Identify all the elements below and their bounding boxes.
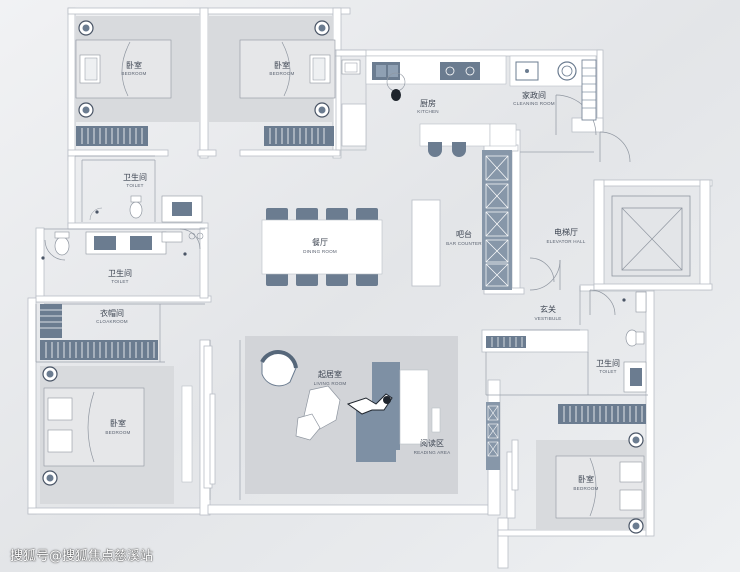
living-label-en: LIVING ROOM <box>314 381 347 386</box>
toilet-2-fixtures <box>41 231 204 260</box>
bedroom-se-furniture <box>486 402 646 534</box>
cloakroom-label: 衣帽间 <box>100 308 124 318</box>
vestibule-furniture <box>486 336 526 348</box>
watermark: 搜狐号@搜狐焦点慈溪站 <box>10 549 154 564</box>
vestibule-label: 玄关 <box>540 304 556 314</box>
living-label: 起居室 <box>318 369 342 379</box>
elevator-label-en: ELEVATOR HALL <box>546 239 585 244</box>
cleaning-room-fixtures <box>509 55 597 121</box>
elevator-label: 电梯厅 <box>554 227 578 237</box>
bedroom-sw-label-en: BEDROOM <box>105 430 130 435</box>
bedroom-sw-label: 卧室 <box>110 418 126 428</box>
reading-label-en: READING AREA <box>414 450 452 455</box>
bedroom-nw-furniture <box>75 16 200 146</box>
dining-label-en: DINING ROOM <box>303 249 337 254</box>
reading-label: 阅读区 <box>420 438 444 448</box>
living-furniture <box>245 336 458 494</box>
toilet-1-label: 卫生间 <box>123 172 147 182</box>
dining-furniture <box>261 208 383 286</box>
bar-label: 吧台 <box>456 229 472 239</box>
toilet-1-label-en: TOILET <box>126 183 143 188</box>
bar-label-en: BAR COUNTER <box>446 241 482 246</box>
cloakroom-label-en: CLOAKROOM <box>96 319 128 324</box>
toilet-3-fixtures <box>622 291 647 393</box>
bedroom-n-furniture <box>208 16 336 146</box>
bedroom-n-label-en: BEDROOM <box>269 71 294 76</box>
cleaning-room-label: 家政间 <box>522 90 546 100</box>
bedroom-nw-label-en: BEDROOM <box>121 71 146 76</box>
kitchen-furniture <box>341 55 517 290</box>
toilet-2-label: 卫生间 <box>108 268 132 278</box>
toilet-1-fixtures <box>89 195 203 223</box>
bedroom-nw-label: 卧室 <box>126 60 142 70</box>
glass-panels <box>203 103 519 519</box>
kitchen-label: 厨房 <box>420 98 436 108</box>
bedroom-sw-furniture <box>40 366 193 504</box>
vestibule-label-en: VESTIBULE <box>534 316 561 321</box>
toilet-3-label: 卫生间 <box>596 358 620 368</box>
cloakroom-furniture <box>40 304 158 360</box>
bedroom-se-label-en: BEDROOM <box>573 486 598 491</box>
toilet-3-label-en: TOILET <box>599 369 616 374</box>
kitchen-label-en: KITCHEN <box>417 109 439 114</box>
bedroom-n-label: 卧室 <box>274 60 290 70</box>
toilet-2-label-en: TOILET <box>111 279 128 284</box>
elevator-shaft <box>611 195 691 277</box>
bedroom-se-label: 卧室 <box>578 474 594 484</box>
dining-label: 餐厅 <box>312 238 328 247</box>
cleaning-room-label-en: CLEANING ROOM <box>513 101 555 106</box>
